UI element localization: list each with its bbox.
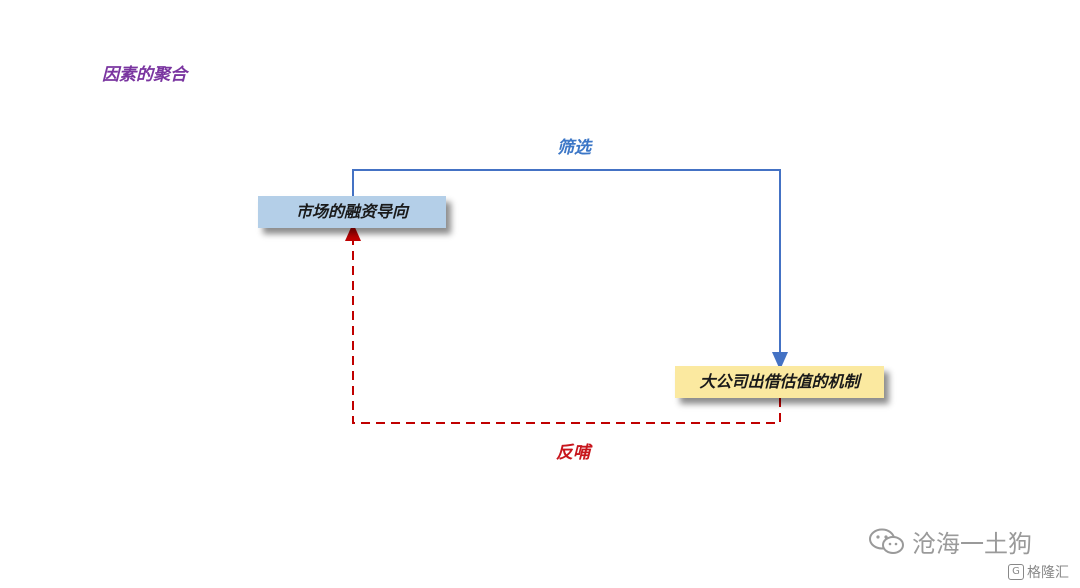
feedback-arrow — [345, 223, 781, 424]
market-financing-node: 市场的融资导向 — [258, 196, 446, 228]
g-logo-icon: G — [1008, 564, 1024, 580]
filter-label: 筛选 — [557, 138, 591, 158]
watermark: 沧海一土狗 — [868, 524, 1032, 559]
wechat-icon — [869, 528, 904, 554]
corner-watermark-text: 格隆汇 — [1027, 565, 1069, 581]
valuation-lending-node: 大公司出借估值的机制 — [675, 366, 884, 398]
feedback-label: 反哺 — [556, 443, 590, 463]
watermark-text: 沧海一土狗 — [912, 530, 1032, 558]
corner-watermark: G 格隆汇 — [1008, 562, 1069, 582]
diagram-title: 因素的聚合 — [102, 65, 187, 85]
filter-arrow — [352, 169, 788, 370]
